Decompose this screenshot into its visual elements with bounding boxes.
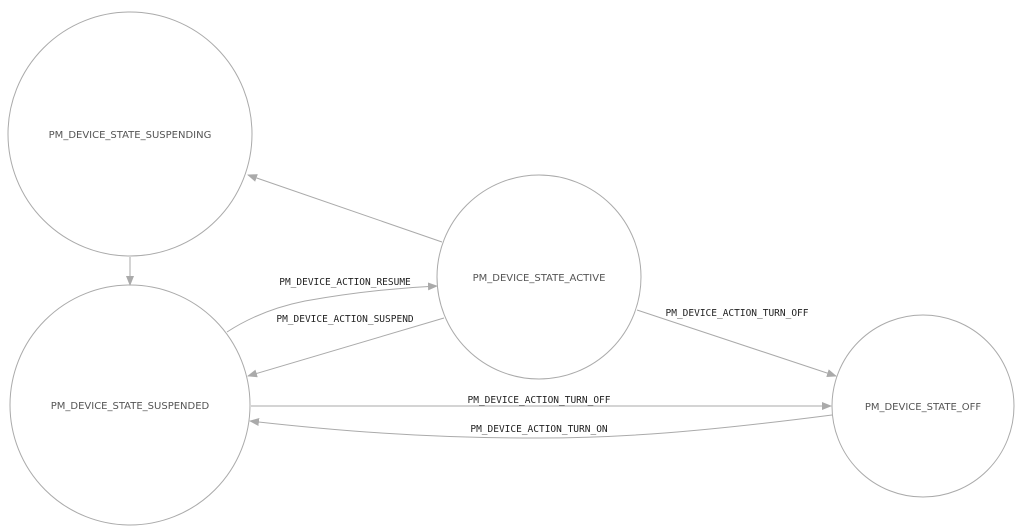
transition-turn-on: PM_DEVICE_ACTION_TURN_ON [249,414,833,439]
transition-resume: PM_DEVICE_ACTION_RESUME [226,277,438,333]
state-suspending: PM_DEVICE_STATE_SUSPENDING [7,11,253,257]
edge-label-turn-on: PM_DEVICE_ACTION_TURN_ON [470,424,608,435]
edge-active-to-suspended [247,317,445,378]
state-off: PM_DEVICE_STATE_OFF [831,314,1015,498]
transition-active-to-suspending [247,174,443,243]
transition-turn-off-from-active: PM_DEVICE_ACTION_TURN_OFF [636,308,837,377]
state-suspended-label: PM_DEVICE_STATE_SUSPENDED [51,401,210,412]
state-active-label: PM_DEVICE_STATE_ACTIVE [473,273,606,284]
state-active-circle [436,174,642,380]
transition-turn-off-from-suspended: PM_DEVICE_ACTION_TURN_OFF [251,395,832,410]
state-suspended: PM_DEVICE_STATE_SUSPENDED [9,284,251,526]
edge-label-turn-off-suspended: PM_DEVICE_ACTION_TURN_OFF [468,395,611,406]
edge-off-to-suspended [249,414,833,439]
edge-active-to-suspending [247,174,443,243]
state-off-label: PM_DEVICE_STATE_OFF [865,402,982,413]
edge-active-to-off [636,309,837,377]
state-off-circle [831,314,1015,498]
edge-label-suspend: PM_DEVICE_ACTION_SUSPEND [276,314,414,325]
transition-suspend: PM_DEVICE_ACTION_SUSPEND [247,314,445,378]
state-suspending-circle [7,11,253,257]
edge-label-resume: PM_DEVICE_ACTION_RESUME [279,277,411,288]
edge-suspended-to-active [226,282,438,333]
state-suspending-label: PM_DEVICE_STATE_SUSPENDING [49,130,212,141]
state-active: PM_DEVICE_STATE_ACTIVE [436,174,642,380]
edge-label-turn-off-active: PM_DEVICE_ACTION_TURN_OFF [666,308,809,319]
